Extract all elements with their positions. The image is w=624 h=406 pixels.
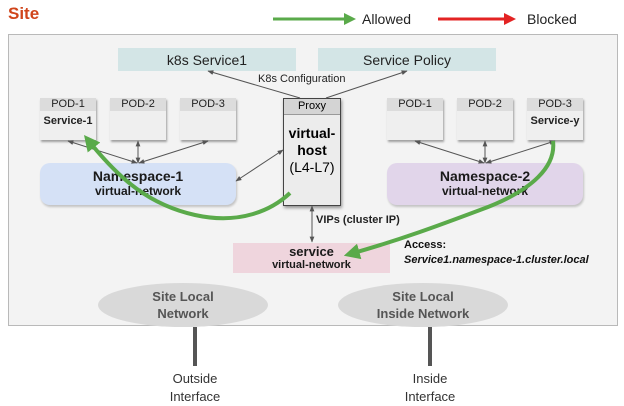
- ns1-pod1-line: [67, 140, 138, 164]
- pod-label: POD-1: [40, 98, 96, 111]
- pod-label: POD-1: [387, 98, 443, 111]
- ns2-pod-2: POD-2: [457, 98, 513, 140]
- pod-service-label: Service-1: [43, 115, 93, 127]
- site-local-inside-network-ellipse: Site Local Inside Network: [338, 283, 508, 327]
- access-title: Access:: [404, 239, 447, 251]
- legend-blocked-arrow: [438, 13, 516, 25]
- service-policy-label: Service Policy: [363, 51, 451, 68]
- site-local-network-line1: Site Local: [152, 289, 214, 304]
- service-policy-box: Service Policy: [318, 48, 496, 71]
- k8s-service-label: k8s Service1: [166, 51, 248, 68]
- service-name: service: [289, 244, 334, 259]
- site-local-network-line2: Network: [157, 306, 209, 321]
- proxy-ns1-line: [235, 149, 284, 182]
- proxy-name-line2: host: [297, 142, 327, 158]
- proxy-name-line1: virtual-: [288, 125, 336, 141]
- pod-label: POD-3: [527, 98, 583, 111]
- legend-allowed-label: Allowed: [362, 11, 412, 27]
- namespace-2-network: virtual-network: [441, 184, 528, 198]
- proxy-box: Proxy virtual- host (L4-L7): [283, 98, 341, 206]
- proxy-header: Proxy: [284, 99, 340, 115]
- inside-interface-line1: Inside: [412, 371, 448, 386]
- ns1-pod-2: POD-2: [110, 98, 166, 140]
- ns2-pod-1: POD-1: [387, 98, 443, 140]
- ns1-pod-3: POD-3: [180, 98, 236, 140]
- ns2-pod3-line: [485, 140, 556, 164]
- site-title: Site: [8, 4, 40, 23]
- namespace-2-name: Namespace-2: [439, 168, 531, 184]
- config-line-left: [207, 70, 301, 99]
- ns2-pod1-line: [414, 140, 485, 164]
- vips-label: VIPs (cluster IP): [316, 214, 400, 226]
- flow-proxy-to-service-1: [84, 135, 292, 221]
- ns1-pod-1: POD-1 Service-1: [40, 98, 96, 140]
- flow-service-y-to-service: [343, 140, 556, 260]
- ns2-pod-3: POD-3 Service-y: [527, 98, 583, 140]
- namespace-1-box: Namespace-1 virtual-network: [40, 163, 236, 205]
- pod-label: POD-3: [180, 98, 236, 111]
- pod-label: POD-2: [110, 98, 166, 111]
- outside-interface-line2: Interface: [169, 389, 221, 404]
- inside-network-line1: Site Local: [392, 289, 454, 304]
- k8s-service-box: k8s Service1: [118, 48, 296, 71]
- outside-interface-line1: Outside: [172, 371, 218, 386]
- proxy-layer: (L4-L7): [289, 159, 335, 175]
- access-value: Service1.namespace-1.cluster.local: [404, 254, 589, 266]
- config-line-right: [325, 70, 408, 99]
- inside-network-line2: Inside Network: [376, 306, 470, 321]
- pod-label: POD-2: [457, 98, 513, 111]
- pod-service-label: Service-y: [530, 115, 580, 127]
- service-network: virtual-network: [272, 259, 351, 271]
- inside-interface-line2: Interface: [404, 389, 456, 404]
- outside-interface-label: Outside Interface: [150, 370, 240, 406]
- k8s-configuration-label: K8s Configuration: [258, 73, 346, 85]
- service-box: service virtual-network: [233, 243, 390, 273]
- site-local-network-ellipse: Site Local Network: [98, 283, 268, 327]
- legend-allowed-arrow: [273, 13, 356, 25]
- inside-interface-label: Inside Interface: [385, 370, 475, 406]
- namespace-2-box: Namespace-2 virtual-network: [387, 163, 583, 205]
- ns1-pod3-line: [138, 140, 209, 164]
- legend-blocked-label: Blocked: [527, 11, 577, 27]
